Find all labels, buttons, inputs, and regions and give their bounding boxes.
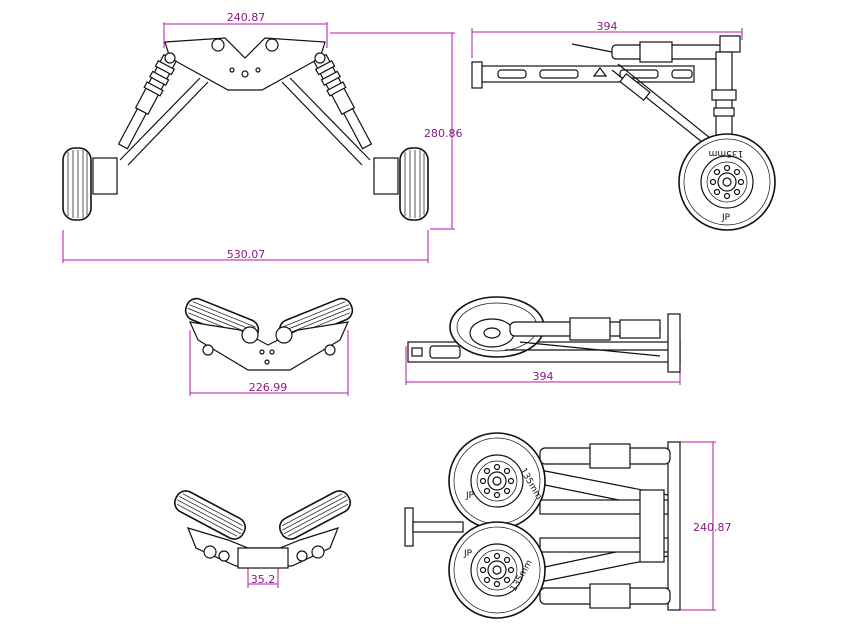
dim-folded-width: 226.99 <box>249 381 288 394</box>
folded-front-view: 226.99 <box>181 294 357 396</box>
dim-side-length-mid: 394 <box>533 370 554 383</box>
wheel-size-label-top: 135mm <box>709 148 744 158</box>
wheel-brand-label-top: JP <box>721 213 731 223</box>
folded-side-view: 394 <box>405 296 681 385</box>
side-view-top: 394 135mm JP <box>471 20 776 231</box>
front-view: 240.87 280.86 530.07 <box>62 11 463 263</box>
dim-front-height: 280.86 <box>424 127 463 140</box>
dim-axle-width: 35.2 <box>251 573 276 586</box>
folded-bottom-view: 35.2 <box>170 486 355 588</box>
dim-top-view-width: 240.87 <box>693 521 732 534</box>
dim-side-length-top: 394 <box>597 20 618 33</box>
dim-front-top-width: 240.87 <box>227 11 266 24</box>
top-view: 240.87 135mm JP 135mm JP <box>404 432 732 619</box>
wheel-brand-label-upper: JP <box>465 491 475 501</box>
wheel-brand-label-lower: JP <box>463 549 473 559</box>
dim-front-total-width: 530.07 <box>227 248 266 261</box>
